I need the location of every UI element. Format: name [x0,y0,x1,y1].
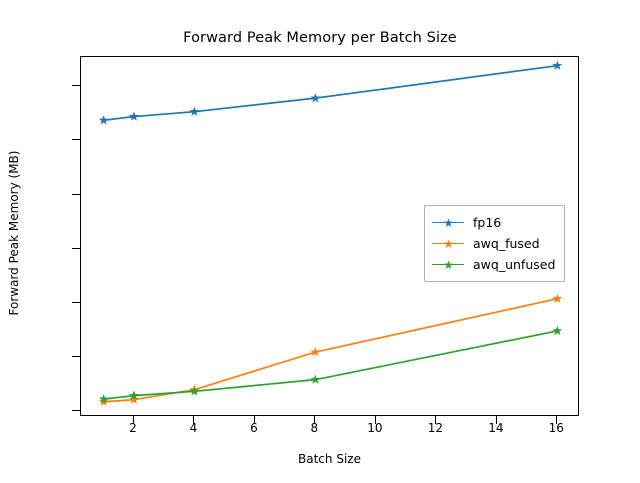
x-tick-mark [253,416,255,424]
x-tick-label: 2 [129,421,137,435]
y-tick-mark [72,139,80,141]
legend-line [432,242,464,245]
data-point-marker [98,393,109,404]
data-point-marker [98,396,109,407]
x-tick-label: 8 [310,421,319,435]
y-tick-mark [72,410,80,412]
x-tick-label: 16 [548,421,564,435]
legend-label: awq_unfused [473,257,556,272]
series-line [103,64,558,122]
series-line [103,330,558,400]
data-point-marker [128,394,139,404]
legend-star-icon: ★ [443,215,454,230]
x-tick-label: 10 [367,421,383,435]
data-point-marker [189,106,200,116]
data-point-marker [189,386,200,396]
data-point-marker [552,60,563,70]
y-tick-mark [72,85,80,87]
x-tick-label: 6 [250,421,258,435]
legend: ★ fp16 ★ awq_fused ★ awq_unfused [424,205,566,282]
series-fp16 [98,60,563,125]
legend-swatch: ★ [432,238,464,250]
x-tick-mark [132,416,134,424]
legend-item-fp16[interactable]: ★ fp16 [432,212,555,233]
x-tick-mark [374,416,376,424]
x-tick-label: 4 [189,421,198,435]
y-tick-mark [72,301,80,303]
x-tick-label: 12 [427,421,443,435]
legend-line [432,263,464,266]
y-axis-label: Forward Peak Memory (MB) [7,150,21,316]
legend-line [432,221,464,224]
y-tick-mark [72,247,80,249]
series-awq_fused [98,293,563,407]
series-line [103,297,558,403]
x-axis-label: Batch Size [298,452,361,466]
data-point-marker [552,325,563,336]
legend-item-awq_unfused[interactable]: ★ awq_unfused [432,254,555,275]
data-point-marker [310,374,321,384]
data-point-marker [128,111,139,121]
legend-item-awq_fused[interactable]: ★ awq_fused [432,233,555,254]
legend-swatch: ★ [432,259,464,271]
series-awq_unfused [98,325,563,404]
x-tick-mark [435,416,437,424]
x-tick-mark [193,416,195,424]
legend-label: awq_fused [473,236,540,251]
data-point-marker [310,92,321,103]
data-point-marker [310,346,321,357]
data-point-marker [128,390,139,400]
series-canvas [98,60,563,407]
data-point-marker [552,293,563,303]
legend-swatch: ★ [432,217,464,229]
x-tick-mark [314,416,316,424]
legend-star-icon: ★ [443,236,454,251]
x-tick-mark [556,416,558,424]
x-tick-mark [495,416,497,424]
y-tick-mark [72,355,80,357]
chart-title: Forward Peak Memory per Batch Size [183,30,457,46]
data-point-marker [98,115,109,125]
legend-label: fp16 [473,215,502,230]
y-tick-mark [72,193,80,195]
legend-star-icon: ★ [443,257,454,272]
x-tick-label: 14 [488,421,504,435]
